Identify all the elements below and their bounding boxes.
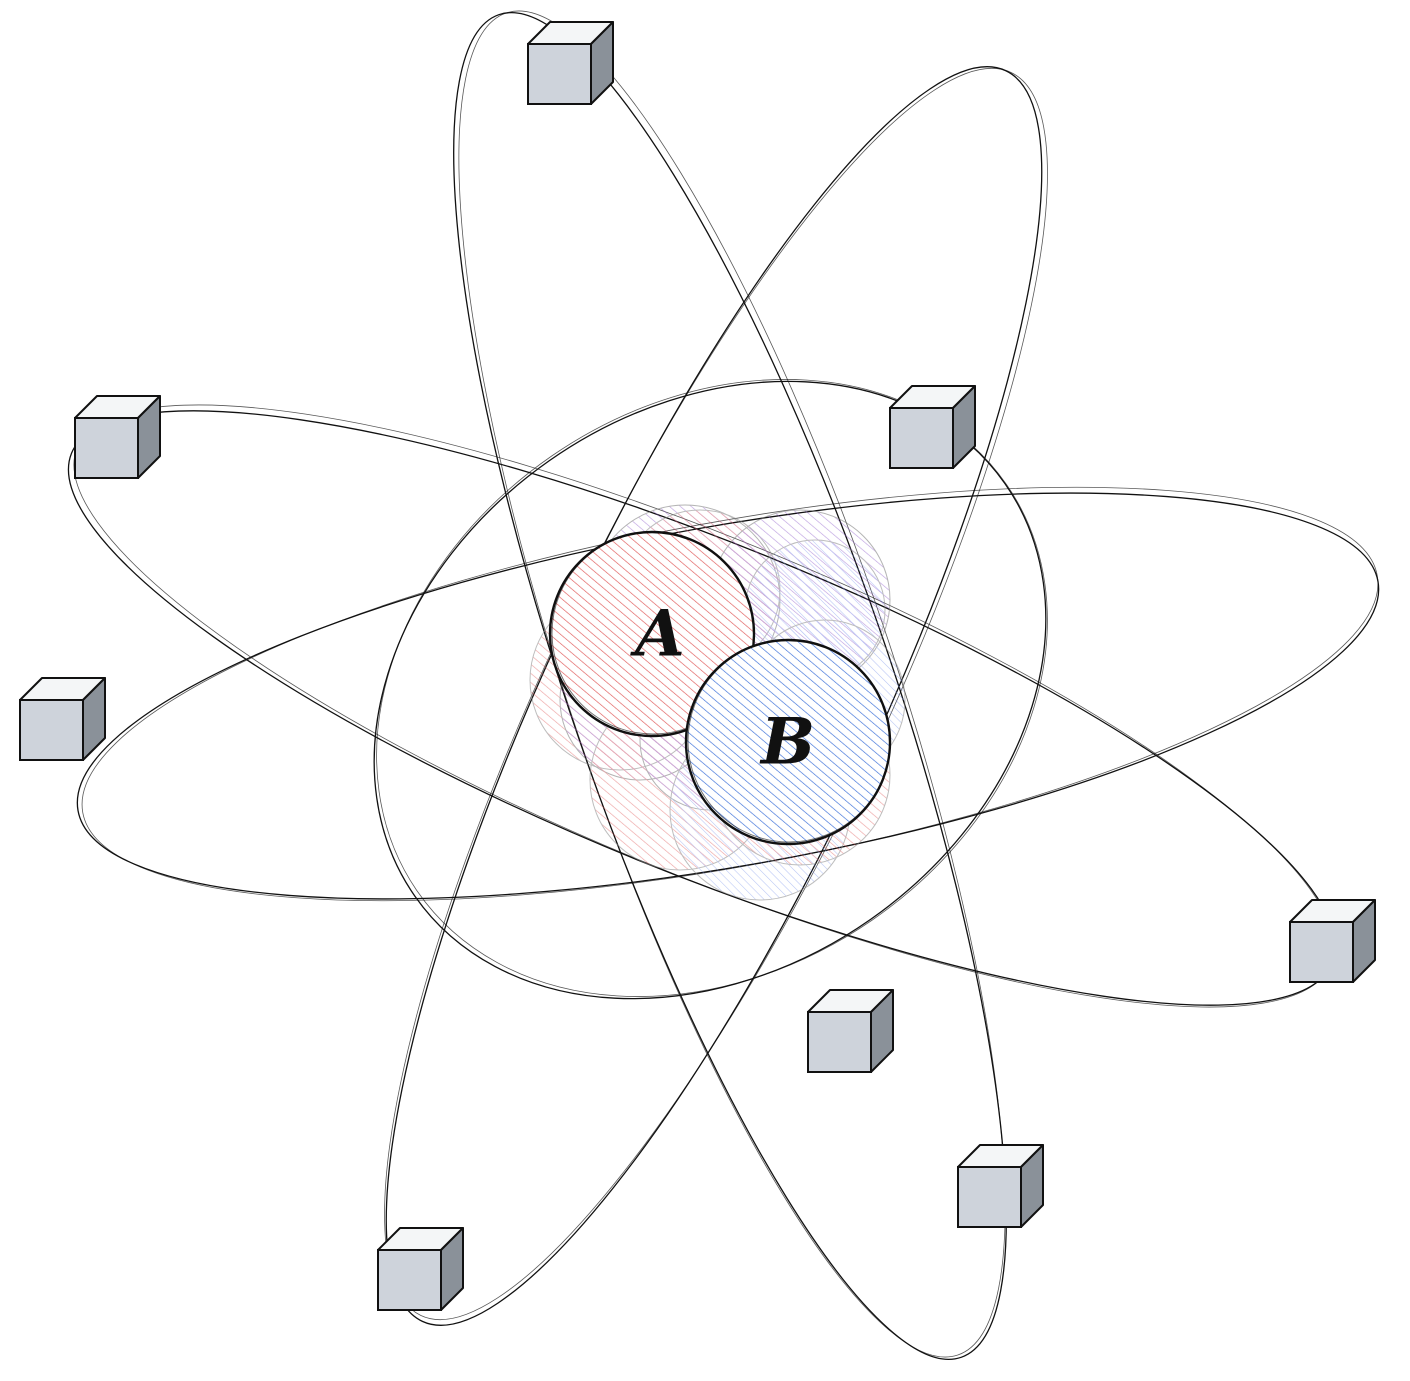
electron-cube [527,21,614,105]
nucleon-a-label: A [630,597,685,672]
electron-cube [74,395,161,479]
electron-cube [1289,899,1376,983]
nucleon-b: B [684,638,892,846]
electron-cube [19,677,106,761]
electron-cube [377,1227,464,1311]
electron-cube [957,1144,1044,1228]
nucleon-b-label: B [759,705,815,780]
electron-cube [807,989,894,1073]
electron-cube [889,385,976,469]
nucleus: A B [529,504,906,901]
electrons [19,21,1376,1311]
orbit-5 [373,379,1048,1000]
